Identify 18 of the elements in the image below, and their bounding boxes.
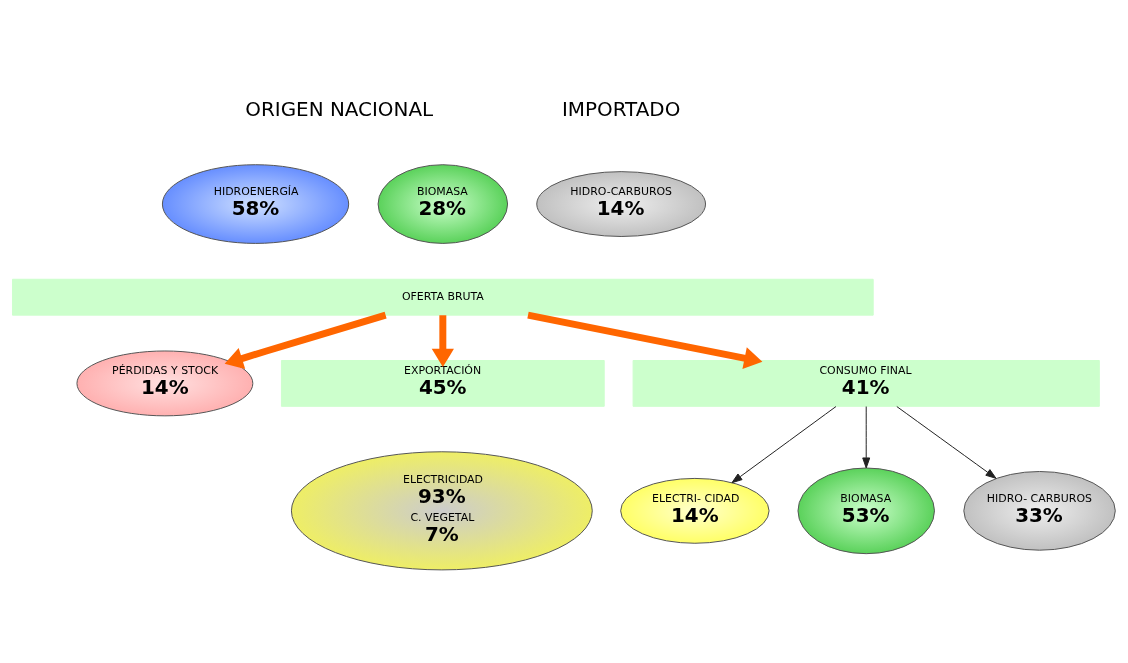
arrow xyxy=(431,315,454,367)
label: ORIGEN NACIONAL xyxy=(245,97,434,121)
arrow xyxy=(527,311,763,370)
node-ellipse: HIDRO-CARBUROS 14% xyxy=(536,171,707,237)
node-ellipse: PÉRDIDAS Y STOCK 14% xyxy=(76,350,254,417)
arrow xyxy=(224,311,387,370)
node-ellipse: BIOMASA 53% xyxy=(797,467,935,555)
label: IMPORTADO xyxy=(561,97,681,121)
arrow xyxy=(862,406,871,469)
node-box: CONSUMO FINAL 41% xyxy=(632,360,1100,407)
arrow xyxy=(731,406,837,484)
node-ellipse: BIOMASA 28% xyxy=(377,164,509,244)
node-ellipse: ELECTRICIDAD 93% C. VEGETAL 7% xyxy=(290,451,593,571)
node-box: EXPORTACIÓN 45% xyxy=(280,360,605,407)
node-ellipse: HIDROENERGÍA 58% xyxy=(161,164,350,244)
node-box: OFERTA BRUTA xyxy=(11,278,874,316)
node-ellipse: ELECTRI- CIDAD 14% xyxy=(620,477,770,544)
arrow xyxy=(896,406,997,479)
